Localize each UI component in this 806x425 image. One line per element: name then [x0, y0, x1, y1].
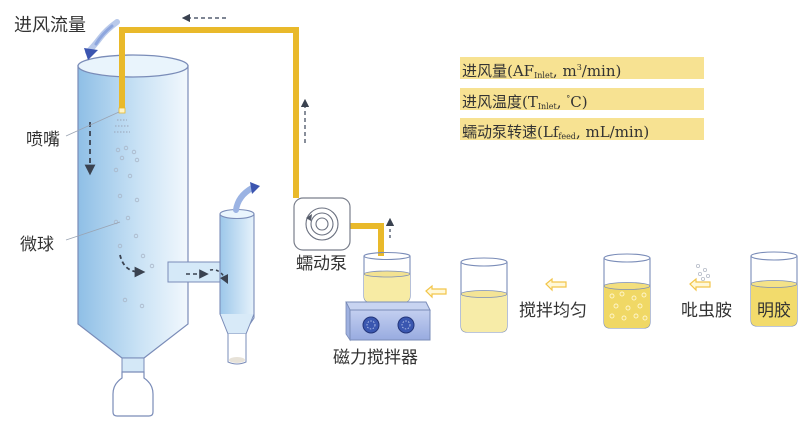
- inlet-air-icon: [84, 19, 120, 60]
- spray-column: [77, 54, 189, 373]
- label-imidacloprid: 吡虫胺: [681, 301, 732, 321]
- label-gelatin: 明胶: [757, 301, 791, 321]
- nozzle-icon: [114, 107, 130, 133]
- label-peristaltic-pump: 蠕动泵: [296, 254, 347, 274]
- label-nozzle: 喷嘴: [26, 130, 60, 150]
- label-inlet-air-flow: 进风流量: [14, 15, 86, 36]
- label-magnetic-stirrer: 磁力搅拌器: [333, 348, 418, 368]
- cyclone-separator: [209, 182, 260, 365]
- imidacloprid-particles: [696, 263, 711, 281]
- hollow-arrows: [425, 277, 711, 299]
- param-pump-speed: 蠕动泵转速(Lffeed, mL/min): [460, 118, 704, 141]
- beaker-mixed: [460, 257, 508, 333]
- label-microspheres: 微球: [20, 235, 54, 255]
- stirrer-beaker: [363, 251, 411, 303]
- beaker-suspension: [603, 253, 651, 329]
- peristaltic-pump: [293, 197, 351, 251]
- param-inlet-air-temperature: 进风温度(TInlet, °C): [460, 88, 704, 111]
- connector-duct: [167, 261, 221, 283]
- leader-lines: [65, 111, 121, 241]
- label-stir-evenly: 搅拌均匀: [519, 301, 587, 321]
- beaker-gelatin: [750, 251, 798, 327]
- param-inlet-air-volume: 进风量(AFInlet, m3/min): [460, 57, 704, 80]
- collection-bottle: [112, 371, 154, 417]
- flow-curve-arrow: [119, 254, 146, 278]
- magnetic-stirrer: [345, 301, 431, 342]
- microsphere-particles: [113, 145, 155, 309]
